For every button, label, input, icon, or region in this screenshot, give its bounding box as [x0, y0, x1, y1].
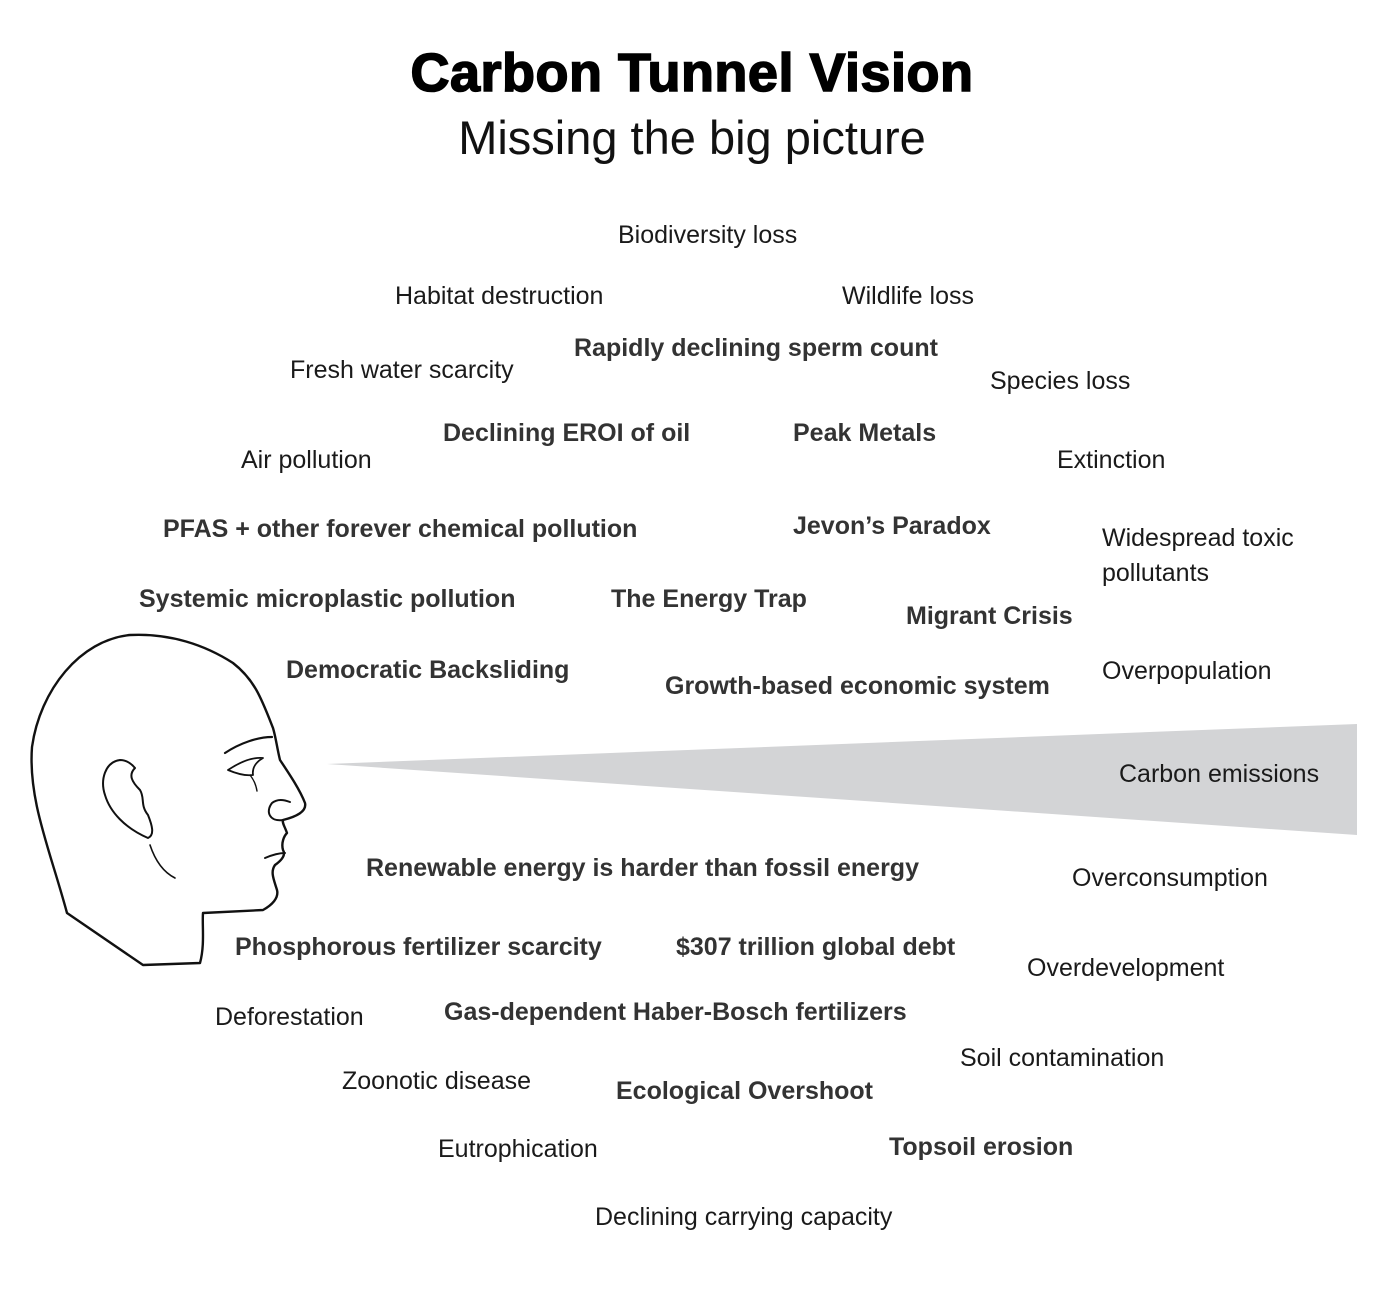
issue-label: Extinction — [1057, 446, 1166, 474]
issue-label: Widespread toxic — [1102, 524, 1294, 552]
issue-label: Overdevelopment — [1027, 954, 1225, 982]
diagram-subtitle: Missing the big picture — [458, 111, 926, 164]
issue-label-bold: Growth-based economic system — [665, 672, 1050, 700]
issue-label: Habitat destruction — [395, 282, 604, 310]
issue-label-bold: Systemic microplastic pollution — [139, 585, 516, 613]
head-profile-icon — [30, 633, 307, 967]
focus-label-carbon-emissions: Carbon emissions — [1119, 760, 1320, 788]
issue-label-bold: Peak Metals — [793, 419, 937, 447]
issue-label: Wildlife loss — [842, 282, 974, 310]
vision-cone — [327, 724, 1357, 835]
issue-label: Soil contamination — [960, 1044, 1165, 1072]
issue-label: Deforestation — [215, 1003, 364, 1031]
issue-label: Overpopulation — [1102, 657, 1272, 685]
issue-label-bold: $307 trillion global debt — [676, 933, 956, 961]
issue-label: Eutrophication — [438, 1135, 598, 1163]
issue-label: Fresh water scarcity — [290, 356, 514, 384]
issue-label-bold: Declining EROI of oil — [443, 419, 691, 447]
issue-label: Declining carrying capacity — [595, 1203, 893, 1231]
issue-label-bold: Jevon’s Paradox — [793, 512, 991, 540]
issue-label-bold: Renewable energy is harder than fossil e… — [366, 854, 919, 882]
issue-label-bold: Ecological Overshoot — [616, 1077, 874, 1105]
issue-label-bold: PFAS + other forever chemical pollution — [163, 515, 638, 543]
issue-label-bold: Rapidly declining sperm count — [574, 334, 938, 362]
issue-label-bold: Migrant Crisis — [906, 602, 1073, 630]
issue-label: Biodiversity loss — [618, 221, 798, 249]
issue-label: Zoonotic disease — [342, 1067, 532, 1095]
issue-label: Air pollution — [241, 446, 372, 474]
issue-label: Species loss — [990, 367, 1131, 395]
issue-label: Overconsumption — [1072, 864, 1268, 892]
issue-label-bold: Gas-dependent Haber-Bosch fertilizers — [444, 998, 907, 1026]
issue-label-bold: The Energy Trap — [611, 585, 807, 613]
issue-label: pollutants — [1102, 559, 1210, 587]
issue-label-bold: Democratic Backsliding — [286, 656, 570, 684]
issue-label-bold: Topsoil erosion — [889, 1133, 1074, 1161]
diagram-title: Carbon Tunnel Vision — [410, 42, 974, 104]
issue-label-bold: Phosphorous fertilizer scarcity — [235, 933, 602, 961]
